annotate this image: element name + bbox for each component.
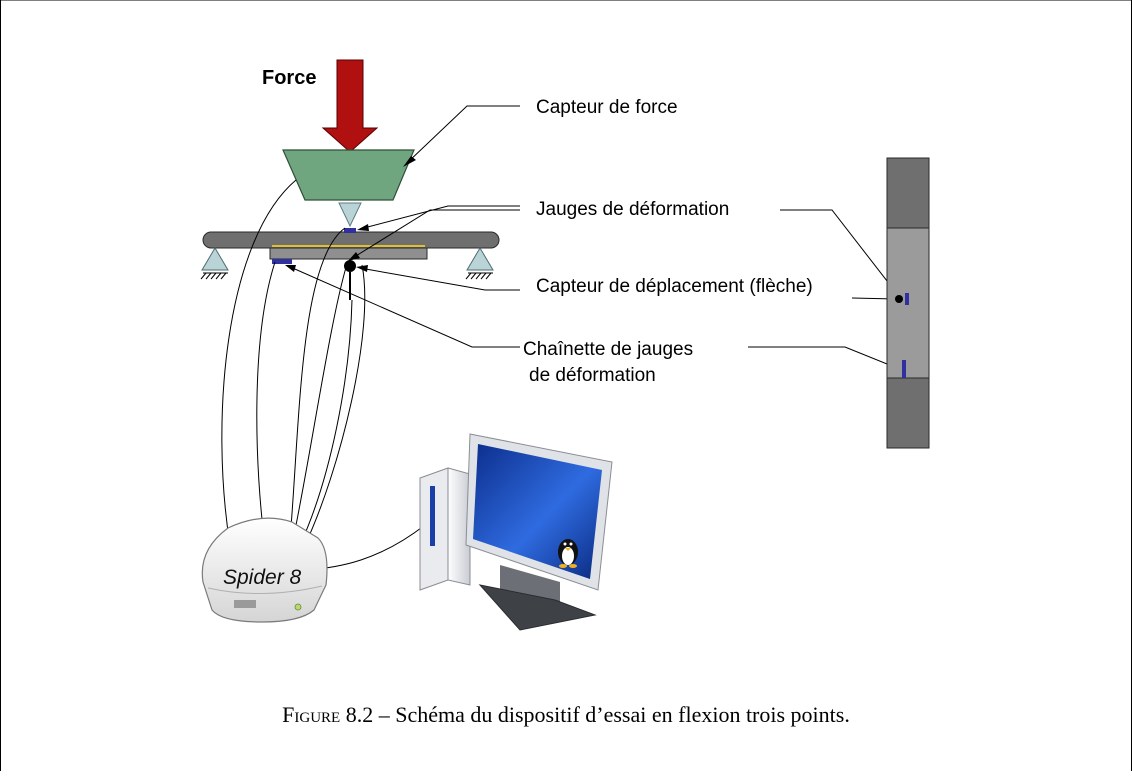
displacement-sensor (344, 260, 356, 272)
figure-caption: Figure 8.2 – Schéma du dispositif d’essa… (0, 702, 1132, 728)
strain-gauge-top (344, 228, 356, 233)
penguin-logo-icon (558, 539, 578, 568)
desktop-computer-icon (419, 433, 613, 631)
spider8-acquisition-box (201, 517, 328, 623)
force-sensor-block (282, 149, 415, 201)
loading-nose (338, 202, 362, 228)
callout-force-sensor (403, 105, 520, 167)
label-spider8: Spider 8 (223, 566, 302, 589)
caption-prefix: Figure 8.2 (282, 702, 374, 727)
strain-gauge-chain (272, 259, 292, 264)
force-label: Force (262, 67, 316, 89)
left-support (200, 247, 229, 280)
caption-text: – Schéma du dispositif d’essai en flexio… (378, 702, 850, 727)
specimen-plate (269, 247, 428, 260)
label-capteur-deplacement: Capteur de déplacement (flèche) (536, 276, 813, 297)
label-jauges: Jauges de déformation (536, 199, 729, 220)
specimen-side-view (886, 157, 930, 449)
label-chainette-line2: de déformation (529, 365, 656, 386)
right-support (465, 247, 494, 280)
label-capteur-force: Capteur de force (536, 97, 678, 118)
signal-cables (221, 179, 426, 571)
label-chainette-line1: Chaînette de jauges (523, 339, 693, 360)
force-arrow-icon (321, 59, 379, 153)
